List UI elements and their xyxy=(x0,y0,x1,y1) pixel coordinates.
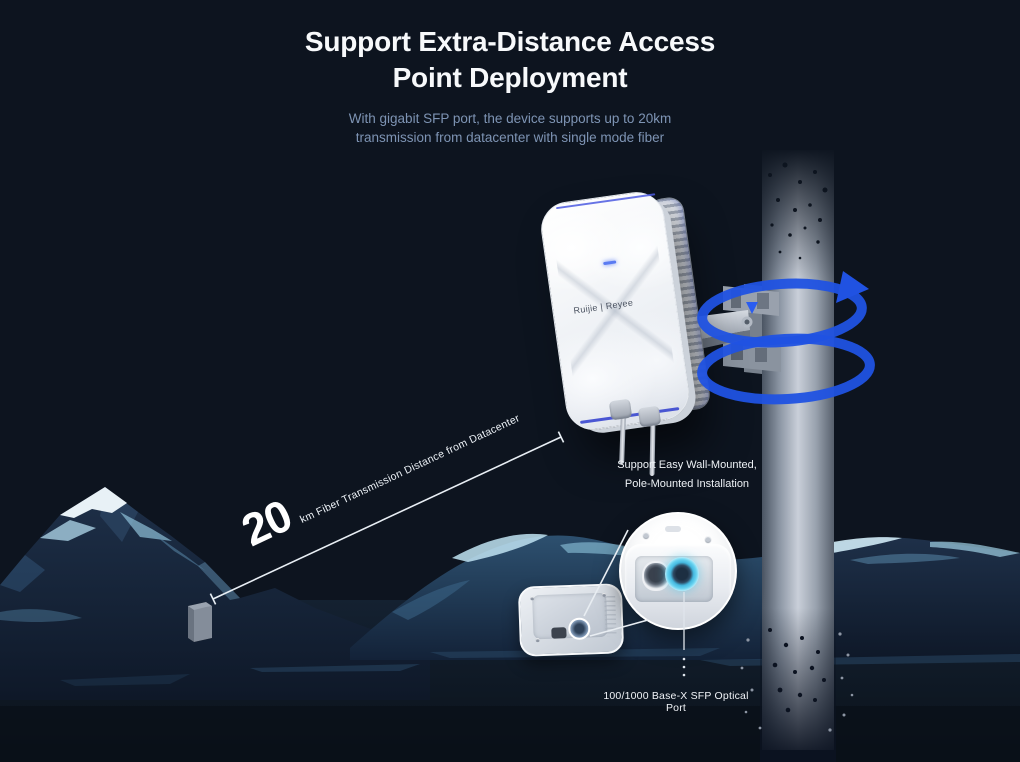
screw-icon xyxy=(643,532,649,538)
mounting-line-1: Support Easy Wall-Mounted, xyxy=(617,459,757,471)
pole-speckles xyxy=(740,632,854,732)
header: Support Extra-Distance Access Point Depl… xyxy=(0,24,1020,148)
ethernet-port xyxy=(551,627,567,639)
subtitle-line-1: With gigabit SFP port, the device suppor… xyxy=(348,110,672,126)
pole-dissolve-top xyxy=(768,162,828,260)
page-title: Support Extra-Distance Access Point Depl… xyxy=(0,24,1020,97)
title-line-2: Point Deployment xyxy=(392,62,628,94)
sea-vignette xyxy=(0,706,1020,762)
status-led xyxy=(603,260,617,265)
device-bottom-view xyxy=(517,583,625,657)
mount-slot xyxy=(665,526,681,532)
mounting-line-2: Pole-Mounted Installation xyxy=(624,477,750,490)
page-subtitle: With gigabit SFP port, the device suppor… xyxy=(0,109,1020,148)
screw-icon xyxy=(535,638,540,643)
title-line-1: Support Extra-Distance Access xyxy=(304,26,716,57)
magnified-ethernet-port xyxy=(642,561,670,591)
screw-icon xyxy=(705,536,711,542)
cable-gland-right xyxy=(637,405,662,428)
ruijie-reyee-logo: Ruijie | Reyee xyxy=(572,297,634,316)
cable-gland-left xyxy=(608,398,633,421)
sfp-port-magnifier xyxy=(619,512,737,630)
bottom-vents xyxy=(604,594,617,637)
mounting-annotation: Support Easy Wall-Mounted, Pole-Mounted … xyxy=(612,456,762,493)
magnified-sfp-optical-port xyxy=(665,557,699,591)
subtitle-line-2: transmission from datacenter with single… xyxy=(355,130,665,146)
sfp-port-label: 100/1000 Base-X SFP Optical Port xyxy=(603,690,749,714)
pole-dissolve-bottom xyxy=(768,628,826,713)
mounting-pole xyxy=(740,148,854,762)
